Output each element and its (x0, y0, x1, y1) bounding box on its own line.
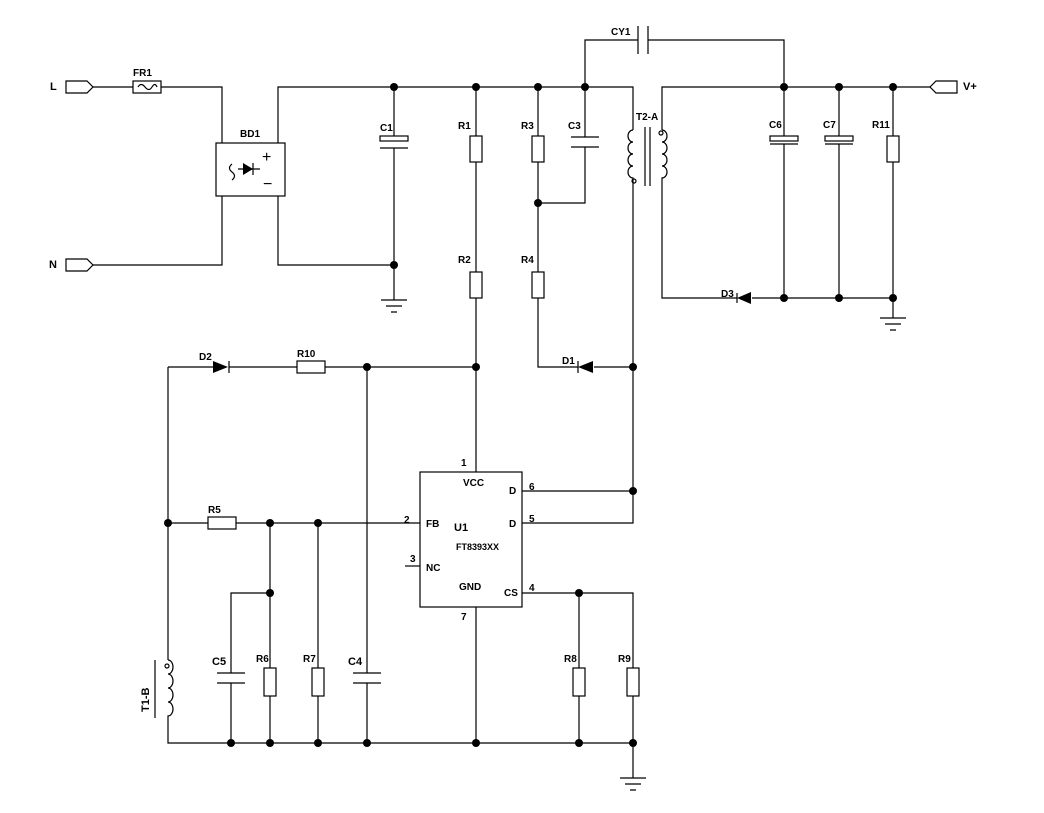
ic-pin-d5: D (509, 519, 516, 530)
r2-label: R2 (458, 255, 471, 266)
bridge-rectifier-bd1[interactable] (215, 142, 286, 197)
resistor-r5[interactable] (207, 516, 237, 530)
resistor-r11[interactable] (886, 135, 900, 163)
ground-icon (620, 777, 646, 791)
r10-label: R10 (297, 349, 316, 360)
terminal-n-label: N (49, 259, 57, 271)
fr1-label: FR1 (133, 68, 152, 79)
resistor-r8[interactable] (572, 667, 586, 697)
resistor-r3[interactable] (531, 135, 545, 163)
r11-label: R11 (872, 120, 890, 131)
ic-pin-num-2: 2 (404, 515, 410, 526)
ic-pin-num-7: 7 (461, 612, 467, 623)
diode-d2[interactable] (213, 361, 230, 373)
ic-pin-gnd: GND (459, 582, 481, 593)
ground-icon (381, 299, 407, 313)
ic-pin-num-4: 4 (529, 583, 535, 594)
r9-label: R9 (618, 654, 631, 665)
d3-label: D3 (721, 289, 734, 300)
terminal-l[interactable] (65, 80, 94, 94)
r5-label: R5 (208, 505, 221, 516)
resistor-r9[interactable] (626, 667, 640, 697)
r1-label: R1 (458, 121, 471, 132)
t1b-label: T1-B (140, 688, 152, 713)
transformer-winding-t1b[interactable] (154, 659, 174, 718)
r8-label: R8 (564, 654, 577, 665)
capacitor-c4[interactable] (353, 672, 381, 684)
ic-pin-cs: CS (504, 588, 518, 599)
diode-d1[interactable] (577, 361, 593, 373)
t2a-label: T2-A (636, 112, 658, 123)
ic-pin-d6: D (509, 486, 516, 497)
resistor-r1[interactable] (469, 135, 483, 163)
ic-pin-num-6: 6 (529, 482, 535, 493)
c4-label: C4 (348, 656, 363, 668)
transformer-t2a[interactable] (627, 127, 668, 186)
bd1-plus: + (262, 149, 271, 166)
ic-pin-fb: FB (426, 519, 439, 530)
terminal-n[interactable] (65, 258, 94, 272)
capacitor-c6[interactable] (769, 135, 799, 145)
terminal-l-label: L (50, 81, 57, 93)
ic-u1[interactable] (419, 471, 523, 608)
diode-d3[interactable] (736, 292, 751, 304)
d2-label: D2 (199, 352, 212, 363)
cy1-label: CY1 (611, 27, 631, 38)
ic-ref: U1 (454, 522, 468, 534)
terminal-vplus[interactable] (929, 80, 958, 94)
ic-pin-nc: NC (426, 563, 440, 574)
capacitor-c5[interactable] (217, 672, 245, 684)
ic-pin-num-1: 1 (461, 458, 467, 469)
resistor-r2[interactable] (469, 271, 483, 299)
c3-label: C3 (568, 121, 581, 132)
ic-part: FT8393XX (456, 542, 499, 552)
r6-label: R6 (256, 654, 269, 665)
r3-label: R3 (521, 121, 534, 132)
resistor-r6[interactable] (263, 667, 277, 697)
c7-label: C7 (823, 120, 836, 131)
terminal-vplus-label: V+ (963, 81, 977, 93)
ic-pin-vcc: VCC (463, 478, 484, 489)
r7-label: R7 (303, 654, 316, 665)
d1-label: D1 (562, 356, 575, 367)
capacitor-c3[interactable] (571, 136, 599, 148)
ic-pin-num-3: 3 (410, 554, 416, 565)
bd1-minus: − (263, 176, 272, 193)
resistor-r7[interactable] (311, 667, 325, 697)
capacitor-c7[interactable] (824, 135, 854, 145)
r4-label: R4 (521, 255, 534, 266)
c5-label: C5 (212, 656, 226, 668)
c1-label: C1 (380, 123, 393, 134)
bd1-label: BD1 (240, 129, 260, 140)
resistor-r10[interactable] (296, 360, 326, 374)
capacitor-cy1[interactable] (637, 26, 649, 54)
capacitor-c1[interactable] (379, 135, 409, 149)
ic-pin-num-5: 5 (529, 514, 535, 525)
c6-label: C6 (769, 120, 782, 131)
resistor-r4[interactable] (531, 271, 545, 299)
fuse-fr1[interactable] (132, 80, 162, 94)
junction-dots (164, 83, 897, 747)
ground-icon (880, 317, 906, 331)
